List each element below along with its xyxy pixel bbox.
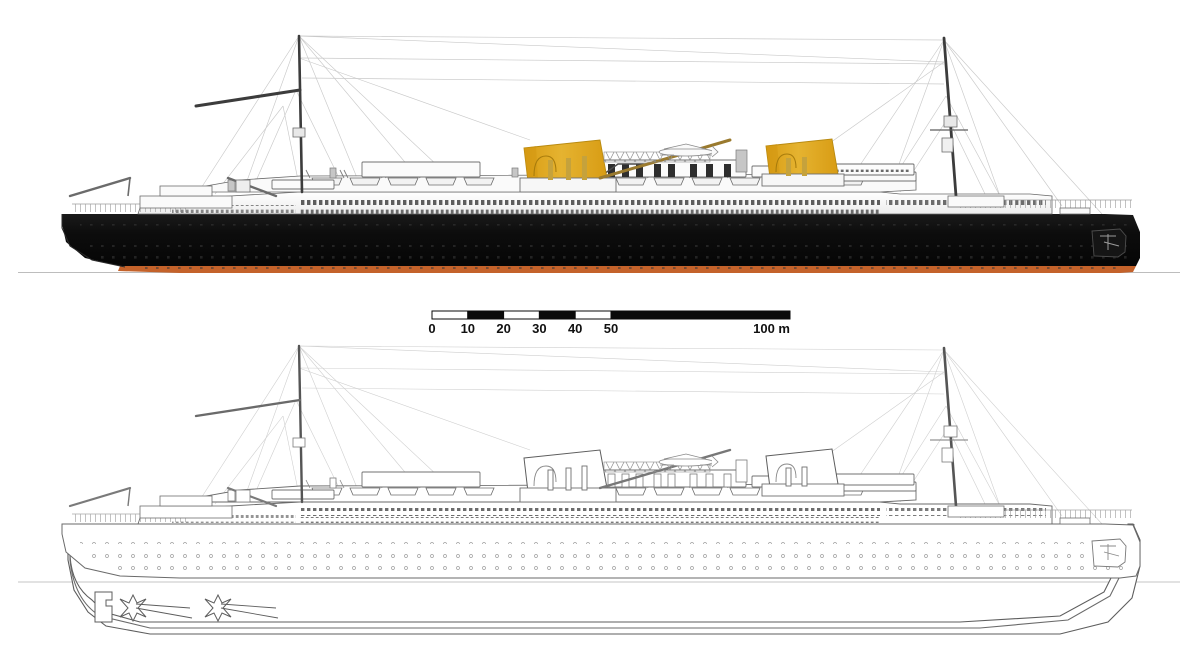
upper-bow-anchor: [1091, 228, 1127, 258]
scale-tick-label-50: 50: [604, 321, 618, 336]
lower-funnel-aft-base: [761, 466, 845, 497]
lower-aft-mast: [194, 344, 306, 504]
lower-hull-portholes: [80, 534, 1130, 572]
scale-tick-label-0: 0: [428, 321, 435, 336]
scale-seg-40-50: [574, 310, 612, 320]
upper-hull-portholes: [80, 224, 1130, 269]
scale-bar-segments: [431, 310, 791, 320]
upper-funnel-forward-base: [519, 156, 617, 193]
scale-tick-label-20: 20: [496, 321, 510, 336]
scale-seg-20-30: [503, 310, 540, 320]
upper-stern-curve: [61, 214, 126, 268]
upper-bridge: [827, 163, 915, 176]
scale-seg-0-10: [431, 310, 469, 320]
upper-aft-mast: [194, 34, 306, 194]
lower-funnel-forward-base: [519, 465, 617, 503]
scale-seg-50-100: [610, 310, 791, 320]
lower-propeller-port: [119, 593, 193, 623]
lower-catapult-and-seaplane: [598, 448, 732, 490]
upper-fore-mast: [930, 36, 968, 198]
upper-ship-profile: [18, 34, 1180, 274]
scale-bar-group: 0 10 20 30 40 50 100 m: [428, 310, 791, 336]
scale-seg-30-40: [538, 310, 576, 320]
upper-stern-cranes: [68, 176, 278, 198]
upper-funnel-forward: [523, 139, 608, 183]
lower-propeller-starboard: [204, 593, 279, 623]
scale-tick-label-40: 40: [568, 321, 582, 336]
lower-bow-anchor: [1091, 538, 1127, 568]
lower-fore-mast: [930, 346, 968, 508]
lower-underwater-edge: [69, 523, 1135, 629]
lower-end-deckhouses: [139, 495, 1091, 525]
lower-funnel-forward: [523, 449, 608, 493]
scale-tick-label-10: 10: [461, 321, 475, 336]
scale-tick-label-30: 30: [532, 321, 546, 336]
lower-ship-profile: [18, 344, 1180, 635]
upper-catapult-and-seaplane: [598, 138, 732, 180]
scale-seg-10-20: [467, 310, 505, 320]
lower-rudder: [94, 591, 113, 623]
scale-tick-label-100: 100 m: [753, 321, 790, 336]
upper-stern-deckhouse: [139, 185, 233, 209]
upper-bow-deckhouse: [947, 195, 1091, 215]
upper-funnel-aft-base: [761, 157, 845, 187]
lower-stern-cranes: [68, 486, 278, 508]
